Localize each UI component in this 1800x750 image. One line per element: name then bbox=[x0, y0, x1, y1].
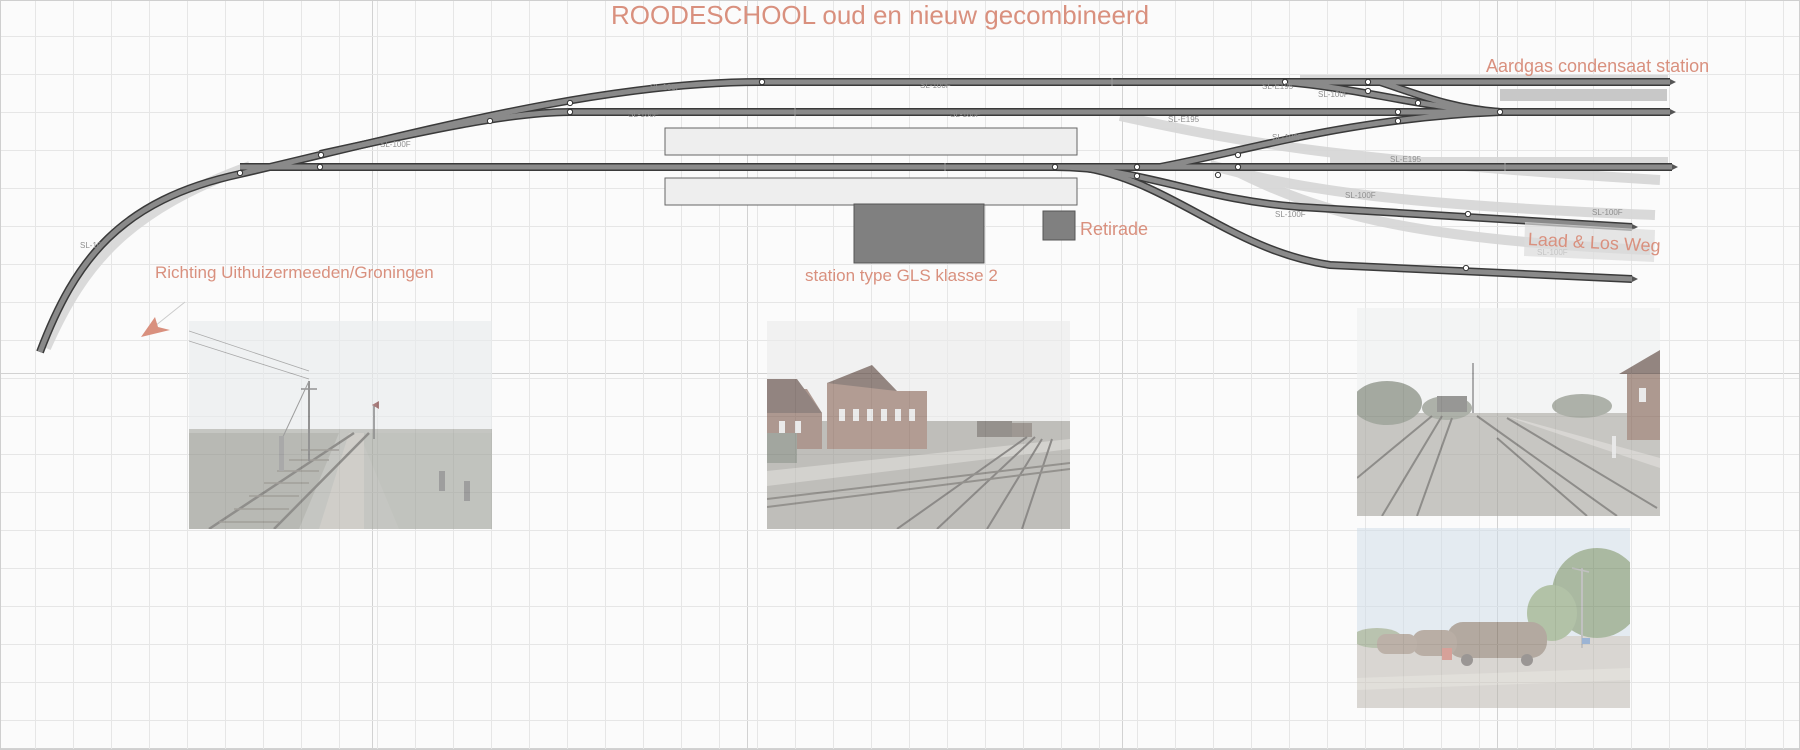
label-station-type: station type GLS klasse 2 bbox=[805, 266, 998, 285]
direction-line bbox=[154, 301, 186, 327]
track-label: SL-100F bbox=[628, 110, 659, 119]
circle-icon bbox=[1133, 163, 1141, 171]
laad-los-platform bbox=[1524, 222, 1655, 262]
circle-icon bbox=[1462, 264, 1470, 272]
circle-icon bbox=[566, 99, 574, 107]
circle-icon bbox=[1496, 108, 1504, 116]
circle-icon bbox=[1234, 151, 1242, 159]
circle-icon bbox=[1133, 172, 1141, 180]
track-label: SL-100F bbox=[920, 81, 951, 90]
condensaat-platform bbox=[1500, 89, 1667, 101]
label-retirade: Retirade bbox=[1080, 219, 1149, 239]
track-joints bbox=[236, 78, 1504, 272]
track-ends bbox=[1632, 79, 1678, 282]
track-label: SL-100F bbox=[1592, 208, 1623, 217]
label-richting: Richting Uithuizermeeden/Groningen bbox=[155, 263, 434, 282]
circle-icon bbox=[1364, 78, 1372, 86]
retirade-building bbox=[1042, 210, 1076, 241]
circle-icon bbox=[1281, 78, 1289, 86]
track-label: SL-10 bbox=[80, 241, 102, 250]
circle-icon bbox=[758, 78, 766, 86]
photo-tank-wagons bbox=[1357, 528, 1630, 708]
track-label: SL-100F bbox=[1318, 90, 1349, 99]
circle-icon bbox=[1394, 108, 1402, 116]
track-label: SL-E195 bbox=[1262, 82, 1294, 91]
platform-lower bbox=[664, 177, 1078, 206]
track-end-icon bbox=[1632, 276, 1638, 282]
photo-yard bbox=[1357, 308, 1660, 516]
direction-arrow bbox=[141, 301, 186, 337]
track-label: SL-100F bbox=[1275, 210, 1306, 219]
track-end-icon bbox=[1670, 109, 1676, 115]
track-label: SL-100F bbox=[1272, 133, 1303, 142]
track-end-icon bbox=[1670, 79, 1676, 85]
platform-upper bbox=[664, 127, 1078, 156]
circle-icon bbox=[486, 117, 494, 125]
label-aardgas-station: Aardgas condensaat station bbox=[1486, 56, 1710, 76]
track-ticks bbox=[794, 78, 1506, 171]
arrowhead-icon bbox=[141, 317, 170, 337]
track-label: SL-100F bbox=[380, 140, 411, 149]
photo-crossing bbox=[189, 321, 492, 529]
track-label: SL-100F bbox=[950, 110, 981, 119]
track-end-icon bbox=[1672, 164, 1678, 170]
circle-icon bbox=[1214, 171, 1222, 179]
station-building bbox=[853, 203, 985, 264]
circle-icon bbox=[1394, 117, 1402, 125]
track-label: SL-E195 bbox=[1390, 155, 1422, 164]
track-end-icon bbox=[1632, 224, 1638, 230]
tracks bbox=[40, 78, 1672, 352]
circle-icon bbox=[317, 151, 325, 159]
circle-icon bbox=[1051, 163, 1059, 171]
track-label: SL-100F bbox=[650, 83, 681, 92]
platforms bbox=[664, 127, 1078, 206]
ghost-track bbox=[1118, 111, 1661, 185]
page-title: ROODESCHOOL oud en nieuw gecombineerd bbox=[610, 0, 1150, 30]
circle-icon bbox=[236, 169, 244, 177]
circle-icon bbox=[1234, 163, 1242, 171]
circle-icon bbox=[1464, 210, 1472, 218]
circle-icon bbox=[316, 163, 324, 171]
buildings bbox=[853, 203, 1076, 264]
circle-icon bbox=[1364, 87, 1372, 95]
track-label: SL-100F bbox=[1345, 191, 1376, 200]
photo-station bbox=[767, 321, 1070, 529]
circle-icon bbox=[566, 108, 574, 116]
circle-icon bbox=[1414, 99, 1422, 107]
track-label: SL-E195 bbox=[1168, 115, 1200, 124]
